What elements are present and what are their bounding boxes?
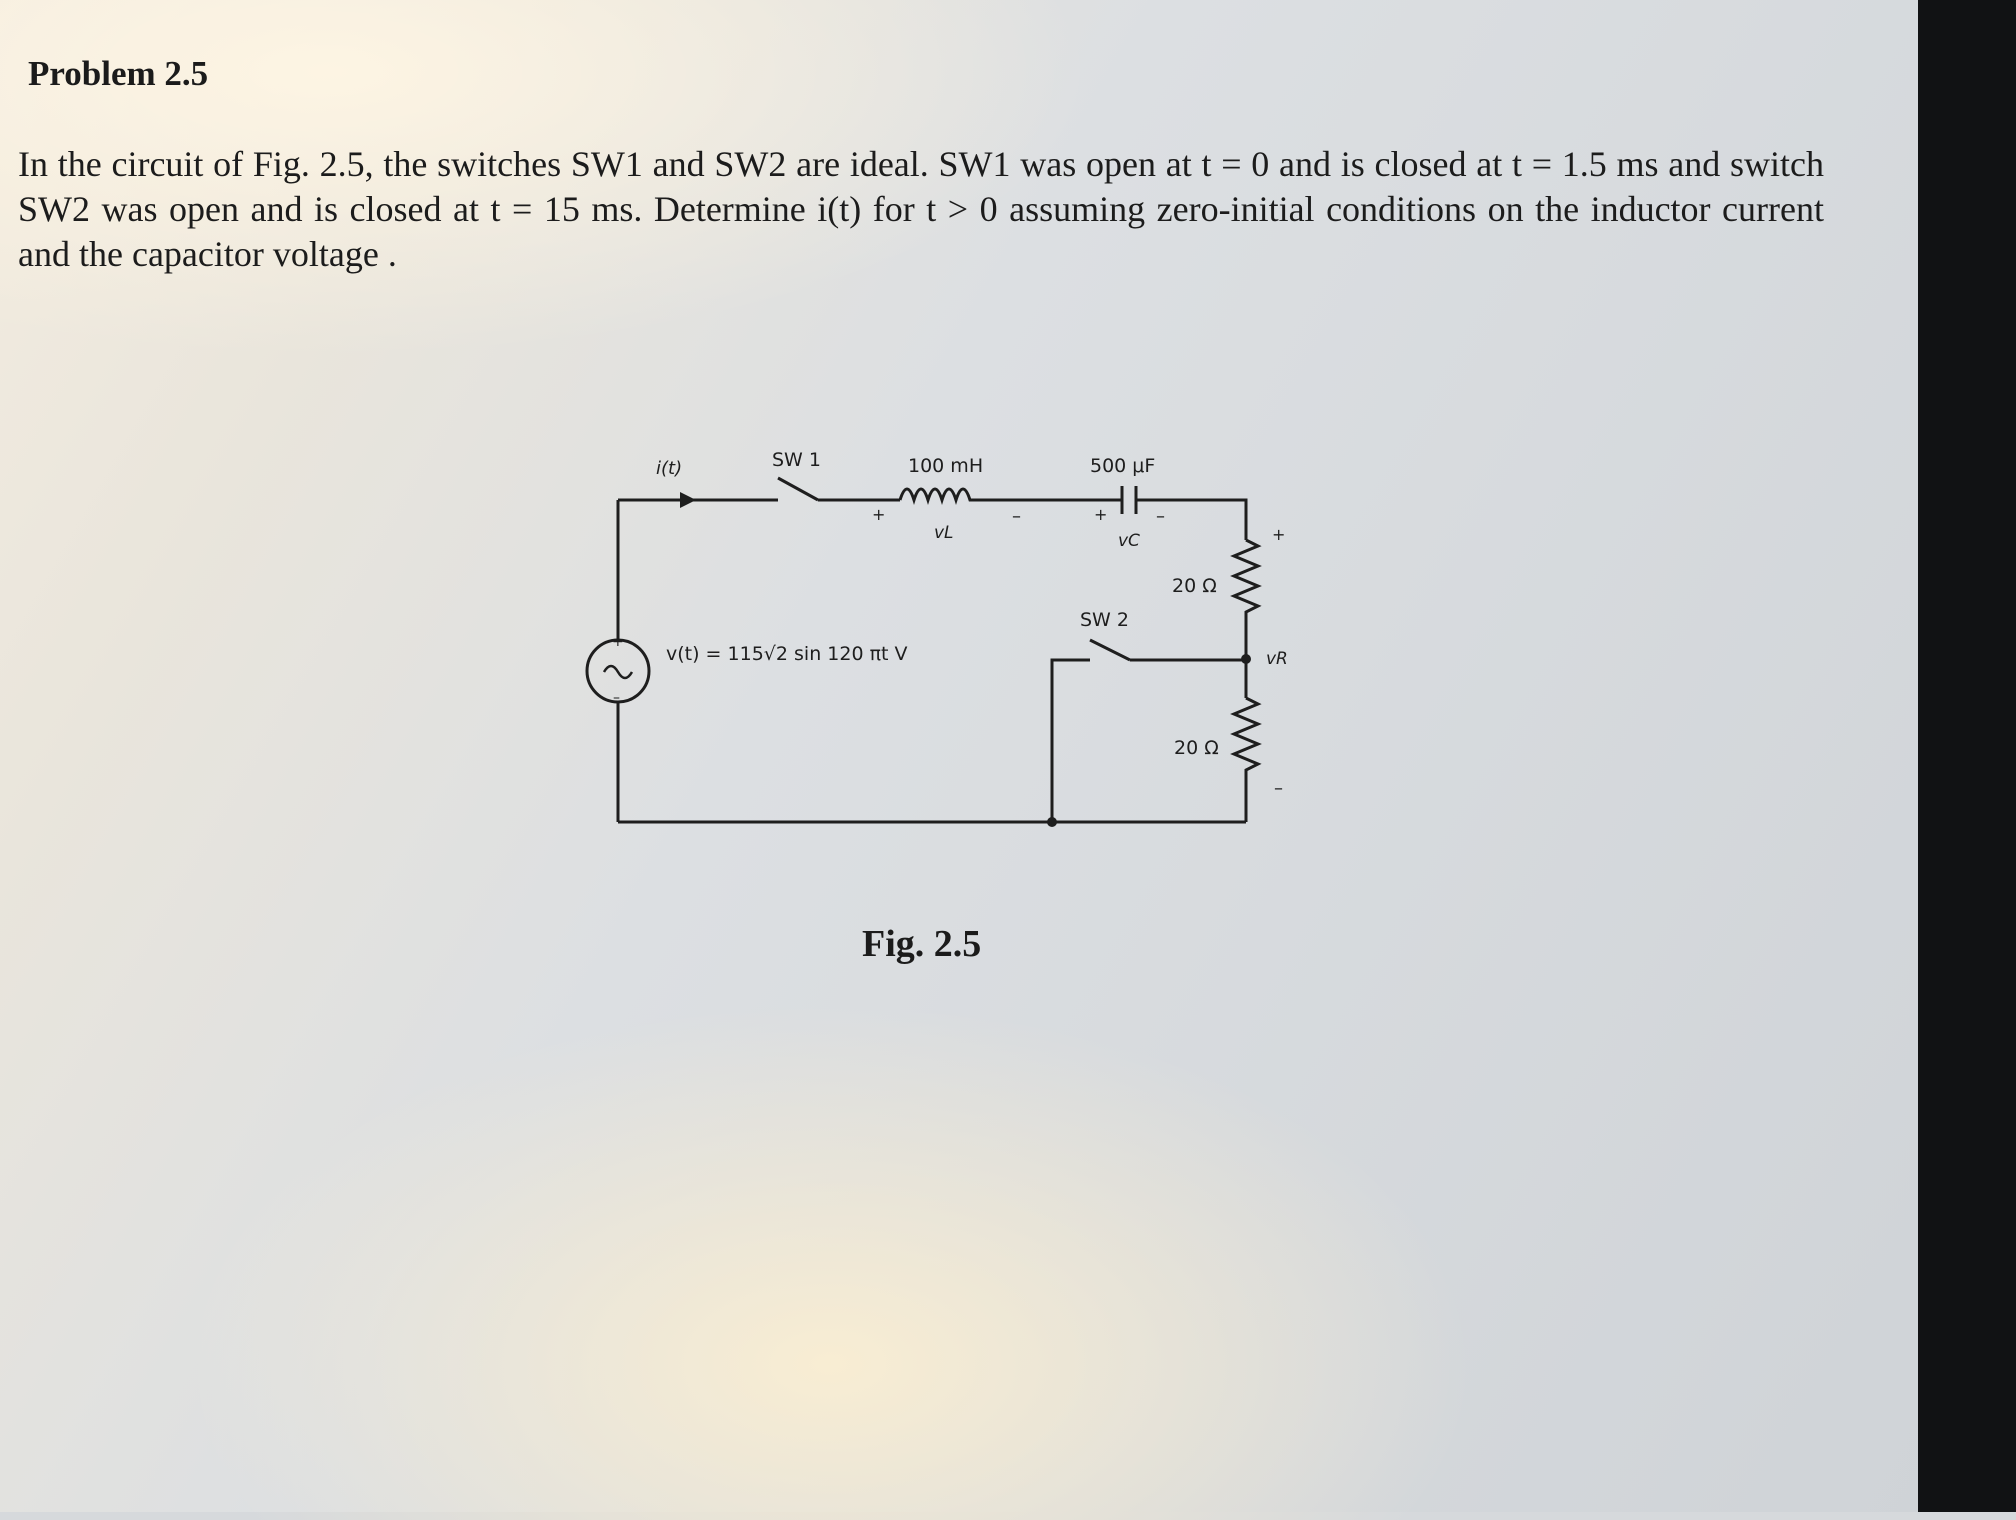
circuit-diagram: i(t) SW 1 100 mH 500 μF + – vL + – vC + … [585, 449, 1288, 827]
inductor-plus: + [872, 505, 885, 524]
wire-capacitor-right [1136, 498, 1248, 540]
current-arrow-icon [680, 492, 696, 508]
current-label: i(t) [656, 458, 682, 479]
light-glare-top [0, 0, 1100, 360]
vc-label: vC [1118, 531, 1140, 551]
sw1-label: SW 1 [772, 449, 821, 471]
sw1-blade [777, 476, 819, 502]
source-minus: – [613, 690, 620, 706]
vr-label: vR [1266, 649, 1288, 669]
dark-background-edge [1918, 0, 2016, 1512]
problem-title: Problem 2.5 [28, 54, 209, 93]
vl-label: vL [934, 523, 954, 543]
capacitor-plates [1120, 486, 1138, 514]
figure-caption: Fig. 2.5 [862, 923, 982, 965]
vr-plus: + [1272, 525, 1285, 544]
inductor-label: 100 mH [908, 455, 983, 477]
source-label: v(t) = 115√2 sin 120 πt V [666, 643, 908, 665]
inductor-minus: – [1012, 506, 1021, 527]
capacitor-minus: – [1156, 506, 1165, 527]
node-dot-bottom [1047, 817, 1057, 827]
r1-label: 20 Ω [1172, 575, 1217, 597]
r2-label: 20 Ω [1174, 737, 1219, 759]
resistor-1-zigzag [1230, 538, 1262, 658]
problem-statement: In the circuit of Fig. 2.5, the switches… [18, 144, 1824, 274]
light-glare-bottom [180, 1000, 1480, 1520]
node-dot-middle [1241, 654, 1251, 664]
resistor-2-zigzag [1230, 696, 1262, 822]
sw2-label: SW 2 [1080, 609, 1129, 631]
source-plus: + [612, 634, 624, 650]
ac-source-icon [585, 638, 651, 704]
capacitor-plus: + [1094, 505, 1107, 524]
sw2-branch-wire [1050, 658, 1090, 822]
capacitor-label: 500 μF [1090, 455, 1155, 477]
sw2-blade [1089, 638, 1131, 662]
vr-minus: – [1274, 778, 1283, 799]
inductor-coil [898, 487, 1000, 505]
ac-sine-icon [602, 664, 634, 680]
